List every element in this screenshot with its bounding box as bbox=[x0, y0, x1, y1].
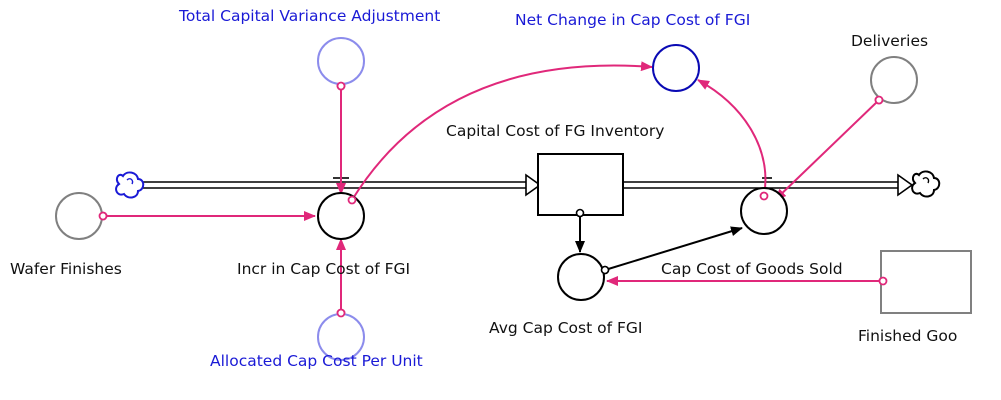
source-cloud-icon bbox=[115, 171, 145, 199]
incr-link-origin bbox=[347, 195, 357, 205]
ccogs-link-origin bbox=[759, 191, 769, 201]
stock-link-origin bbox=[575, 208, 585, 218]
avg-link-origin bbox=[600, 265, 610, 275]
deliveries-link-origin bbox=[874, 95, 884, 105]
label-total-capital-variance-adjustment: Total Capital Variance Adjustment bbox=[178, 7, 440, 25]
finished-goods-stock[interactable] bbox=[880, 250, 972, 314]
link-finished-to-avg bbox=[606, 276, 888, 286]
label-finished-goods: Finished Goo bbox=[858, 327, 957, 345]
cap-cost-of-goods-sold-node[interactable] bbox=[740, 187, 788, 235]
label-capital-cost-of-fg-inventory: Capital Cost of FG Inventory bbox=[446, 122, 664, 140]
sink-cloud-icon bbox=[911, 170, 941, 198]
finished-link-origin bbox=[878, 276, 888, 286]
label-wafer-finishes: Wafer Finishes bbox=[10, 260, 122, 278]
allocated-link-origin bbox=[336, 308, 346, 318]
variance-link-origin bbox=[336, 81, 346, 91]
label-cap-cost-of-goods-sold: Cap Cost of Goods Sold bbox=[661, 260, 843, 278]
wafer-finishes-node[interactable] bbox=[55, 192, 103, 240]
label-incr-in-cap-cost-of-fgi: Incr in Cap Cost of FGI bbox=[237, 260, 410, 278]
link-wafer-to-incr bbox=[98, 211, 316, 221]
deliveries-node[interactable] bbox=[870, 56, 918, 104]
label-avg-cap-cost-of-fgi: Avg Cap Cost of FGI bbox=[489, 319, 642, 337]
incr-in-cap-cost-node[interactable] bbox=[317, 192, 365, 240]
label-allocated-cap-cost-per-unit: Allocated Cap Cost Per Unit bbox=[210, 352, 423, 370]
net-change-node[interactable] bbox=[652, 44, 700, 92]
capital-cost-stock[interactable] bbox=[537, 153, 624, 216]
avg-cap-cost-node[interactable] bbox=[557, 253, 605, 301]
label-deliveries: Deliveries bbox=[851, 32, 928, 50]
total-capital-variance-node[interactable] bbox=[317, 37, 365, 85]
label-net-change-in-cap-cost-of-fgi: Net Change in Cap Cost of FGI bbox=[515, 11, 750, 29]
link-deliveries-to-ccogs bbox=[774, 95, 884, 201]
inflow-pipe bbox=[142, 173, 542, 197]
wafer-link-origin bbox=[98, 211, 108, 221]
outflow-arrowhead bbox=[897, 173, 914, 197]
inflow-arrowhead bbox=[525, 173, 542, 197]
